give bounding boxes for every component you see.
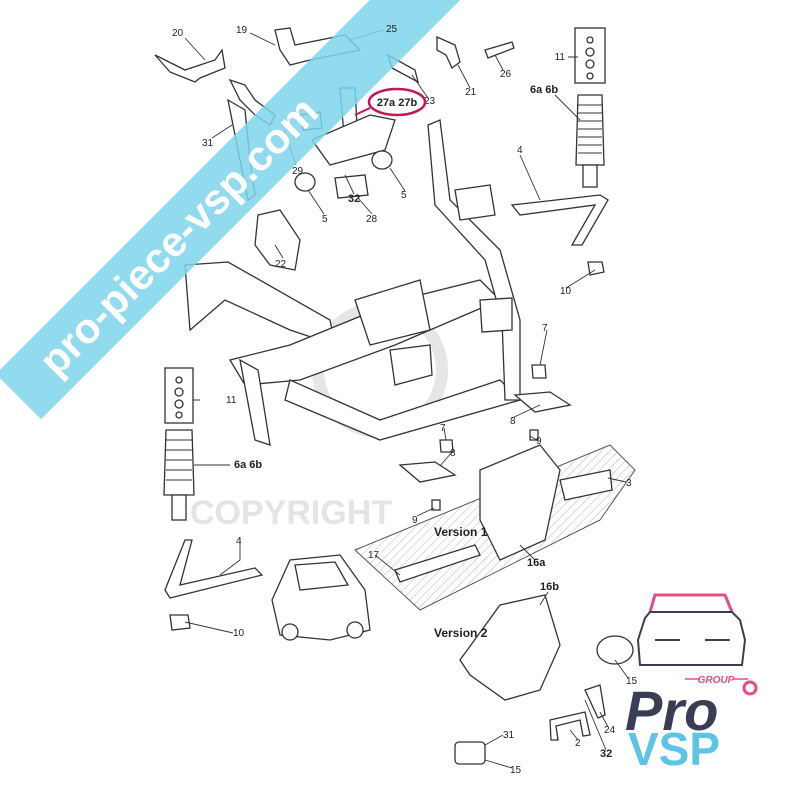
label-19: 19 — [236, 25, 248, 36]
label-28: 28 — [366, 214, 378, 225]
bottom-parts — [454, 635, 634, 765]
shock-absorber-right — [574, 27, 606, 188]
label-32-top: 32 — [348, 193, 360, 205]
label-31-top: 31 — [202, 138, 214, 149]
version-2-label: Version 2 — [434, 626, 488, 640]
vehicle-illustration — [271, 554, 371, 641]
label-6a-6b-top: 6a 6b — [530, 84, 558, 96]
highlighted-part-27a-27b: 27a 27b — [354, 87, 427, 117]
label-15-bottom: 15 — [510, 765, 522, 776]
undertray-version-2 — [459, 594, 561, 701]
label-10-right: 10 — [560, 286, 572, 297]
chassis-frame — [184, 119, 522, 446]
highlight-label: 27a 27b — [377, 97, 418, 109]
bracket-17 — [394, 544, 481, 583]
label-11-top: 11 — [555, 52, 566, 63]
part-number-labels: 20 19 25 26 21 11 23 6a 6b 31 29 4 5 32 … — [172, 24, 638, 776]
label-8-right: 8 — [510, 416, 516, 427]
bracket-3 — [559, 469, 613, 501]
logo-group-text: GROUP — [698, 675, 735, 686]
label-20: 20 — [172, 28, 184, 39]
label-5-right: 5 — [401, 190, 407, 201]
bracket-16a — [479, 444, 561, 561]
label-17: 17 — [368, 550, 380, 561]
label-9-right: 9 — [536, 436, 542, 447]
label-7-right: 7 — [542, 323, 548, 334]
label-24: 24 — [604, 725, 616, 736]
label-10-left: 10 — [233, 628, 245, 639]
label-32-bottom: 32 — [600, 748, 612, 760]
leader-lines — [184, 29, 629, 769]
label-23: 23 — [424, 96, 436, 107]
mount-left — [169, 614, 191, 631]
label-26: 26 — [500, 69, 512, 80]
label-4-left: 4 — [236, 536, 242, 547]
nut-icon — [742, 680, 758, 696]
version-1-label: Version 1 — [434, 525, 488, 539]
label-7-center: 7 — [440, 423, 446, 434]
label-9-center: 9 — [412, 515, 418, 526]
wishbone-right — [510, 194, 609, 246]
provsp-logo: GROUP Pro VSP — [625, 593, 758, 775]
label-29: 29 — [292, 166, 304, 177]
label-22: 22 — [275, 259, 287, 270]
label-15-right: 15 — [626, 676, 638, 687]
shock-absorber-left — [163, 367, 195, 521]
logo-pro-text: Pro — [625, 679, 718, 742]
label-6a-6b-left: 6a 6b — [234, 459, 262, 471]
label-25: 25 — [386, 24, 398, 35]
label-16b: 16b — [540, 581, 559, 593]
copyright-watermark: COPYRIGHT — [190, 494, 392, 532]
label-4-top: 4 — [517, 145, 523, 156]
logo-vsp-text: VSP — [628, 723, 720, 775]
label-8-center: 8 — [450, 448, 456, 459]
wishbone-left — [164, 539, 264, 599]
label-21: 21 — [465, 87, 477, 98]
label-2: 2 — [575, 738, 581, 749]
label-5-left: 5 — [322, 214, 328, 225]
label-31-bottom: 31 — [503, 730, 515, 741]
label-16a: 16a — [527, 557, 546, 569]
label-11-left: 11 — [226, 395, 237, 406]
engine-mounts — [398, 364, 572, 511]
label-3: 3 — [626, 478, 632, 489]
